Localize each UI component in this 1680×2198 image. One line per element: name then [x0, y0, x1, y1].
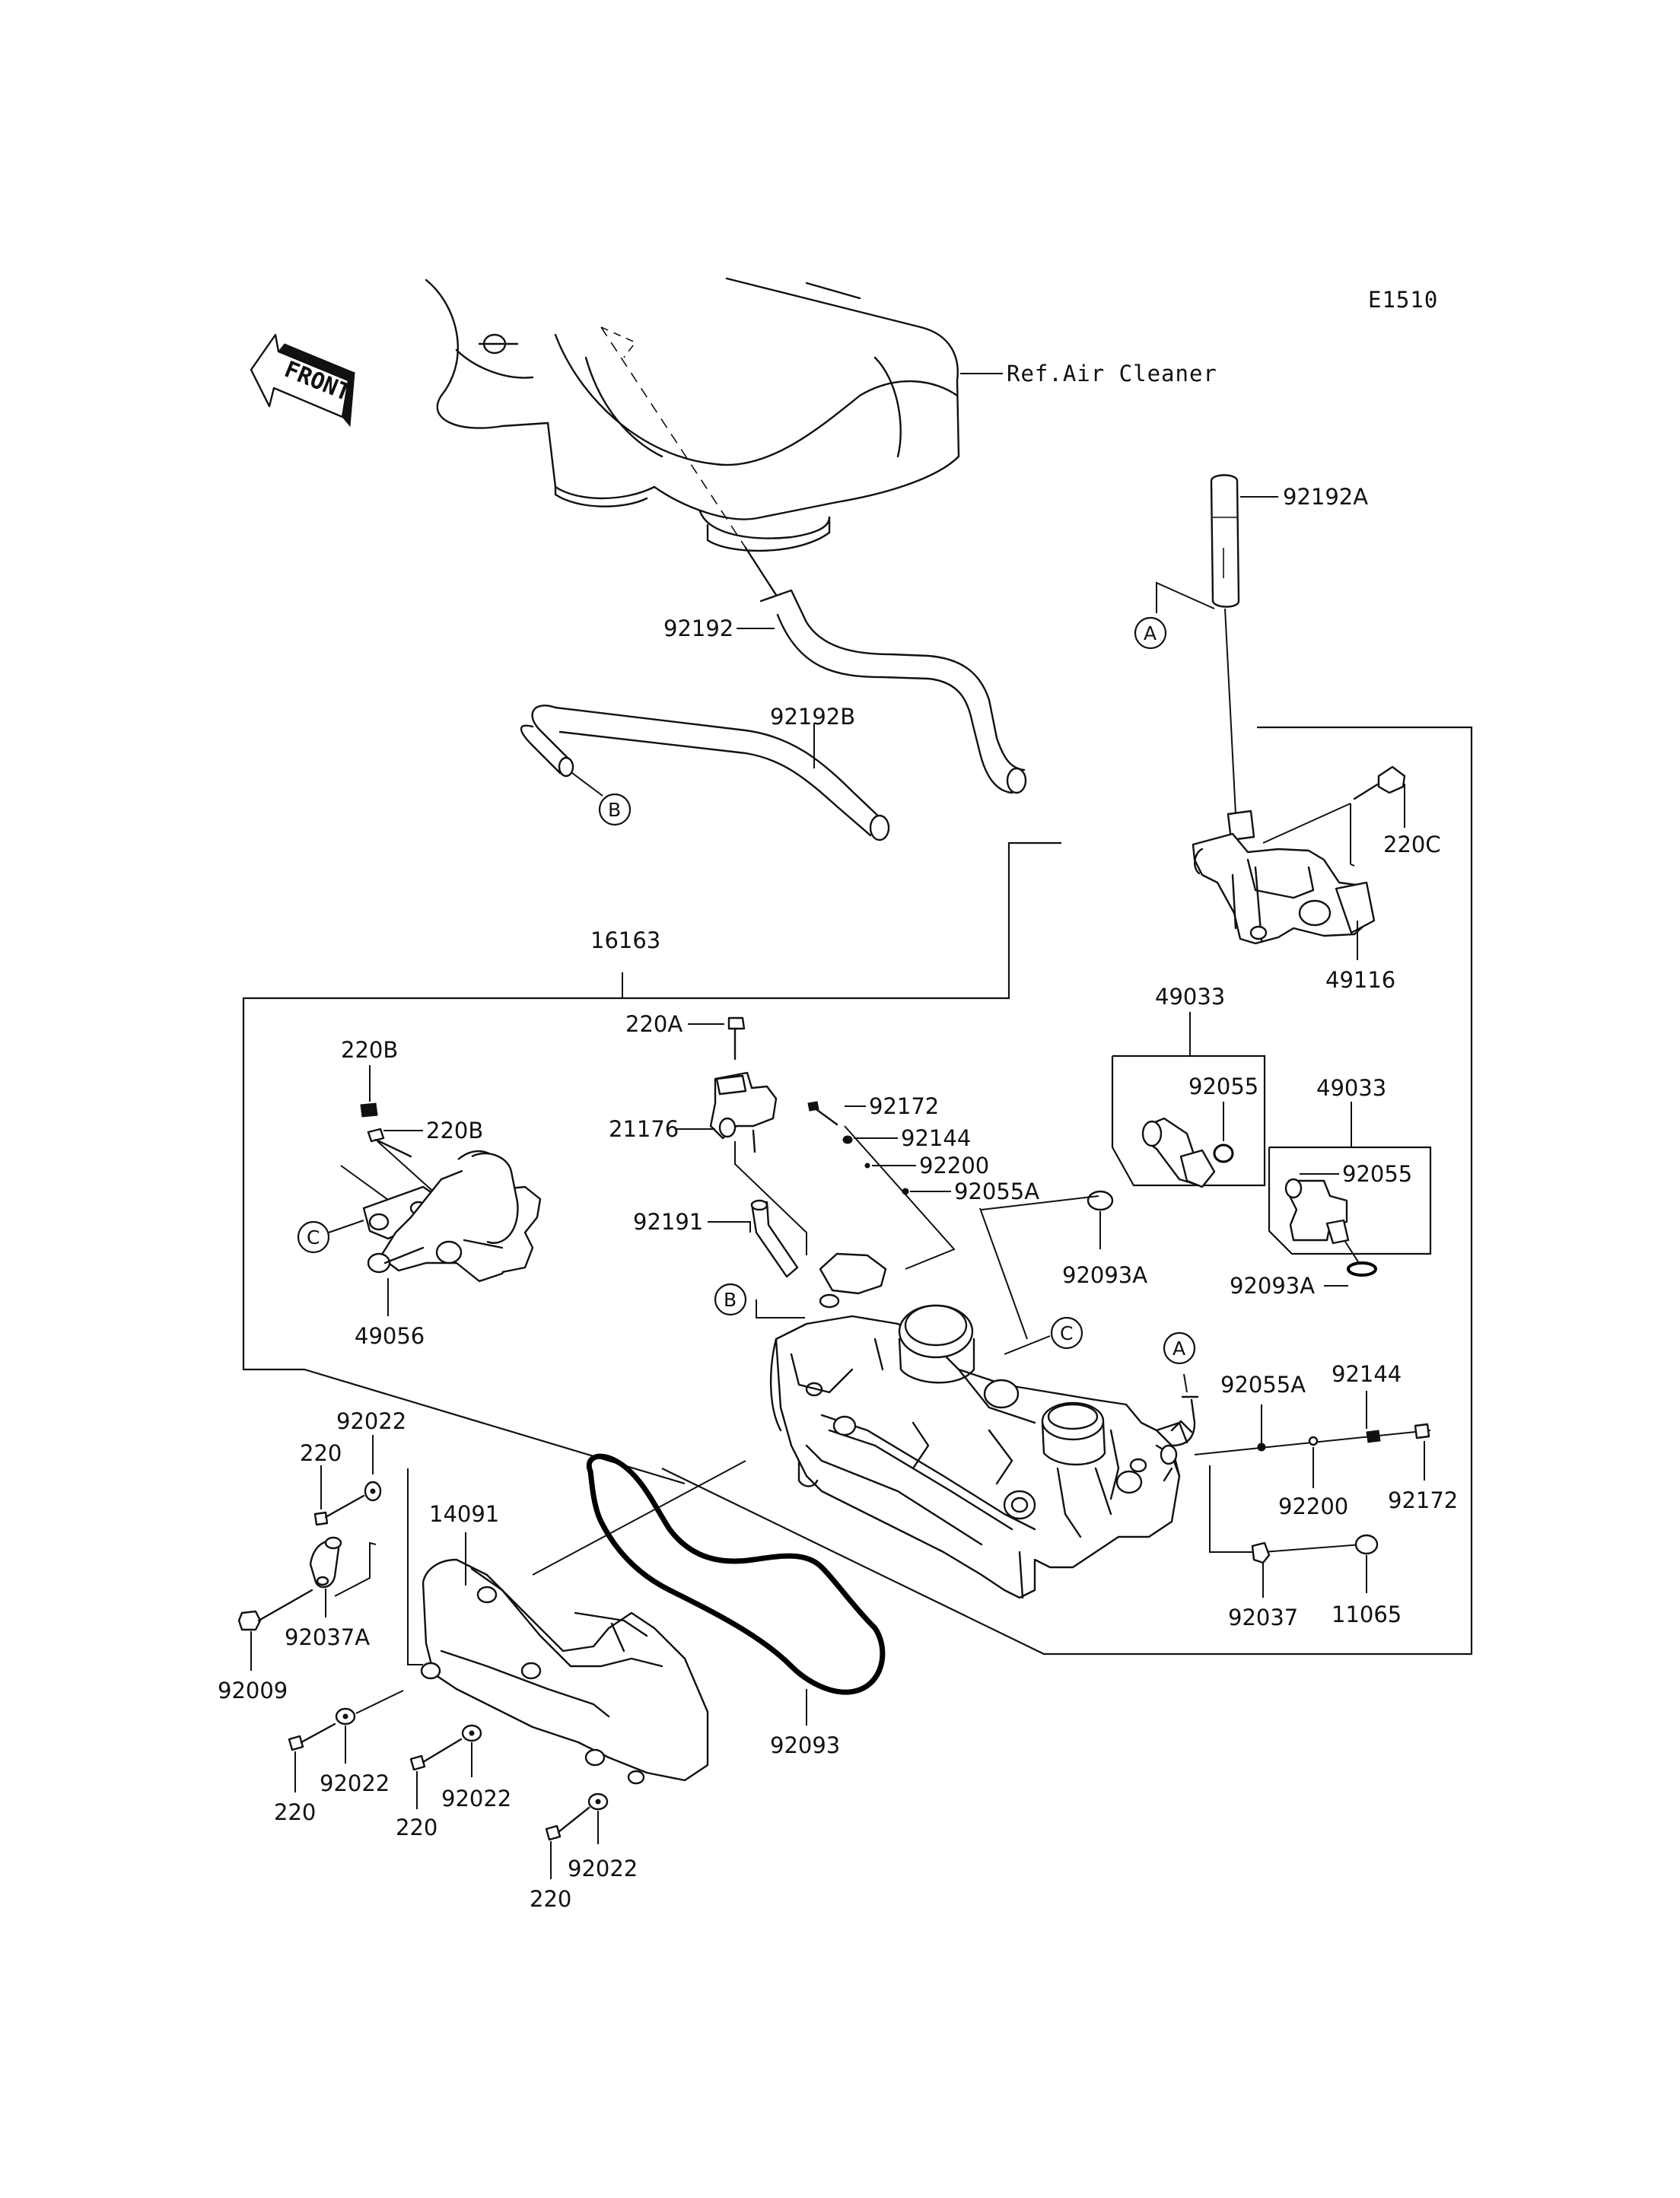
label-220a: 220A [625, 1011, 682, 1037]
screw-220-top [313, 1494, 365, 1526]
front-arrow-icon: FRONT [250, 333, 355, 428]
callout-b-1: B [608, 799, 621, 821]
label-92172-2: 92172 [1388, 1487, 1458, 1513]
label-220-a: 220 [274, 1799, 316, 1825]
label-92022-c: 92022 [568, 1856, 638, 1882]
screw-92172-2 [1414, 1423, 1430, 1439]
cap-11065 [1354, 1534, 1379, 1555]
label-220-top: 220 [300, 1440, 342, 1466]
sensor-21176 [709, 1071, 778, 1153]
label-49033-2: 49033 [1316, 1075, 1386, 1101]
label-49116: 49116 [1325, 967, 1395, 993]
ref-air-cleaner-label: Ref.Air Cleaner [1007, 361, 1217, 386]
sleeve-92037a [309, 1536, 342, 1589]
label-92093: 92093 [770, 1732, 840, 1758]
spring-92200-2 [1308, 1436, 1319, 1446]
callout-c-2: C [1060, 1322, 1073, 1344]
spring-92200-1 [864, 1163, 870, 1169]
washer-92022-top [364, 1481, 382, 1502]
label-92144-2: 92144 [1332, 1361, 1402, 1387]
label-21176: 21176 [609, 1116, 679, 1142]
label-92022-b: 92022 [441, 1786, 511, 1812]
label-14091: 14091 [429, 1501, 499, 1527]
injector-2 [1284, 1178, 1350, 1245]
diagram-code: E1510 [1368, 287, 1438, 313]
label-92022-a: 92022 [320, 1770, 390, 1796]
washer-92144-1 [842, 1135, 853, 1144]
hose-92191 [750, 1199, 799, 1278]
screw-220a [727, 1016, 746, 1061]
cover-14091 [420, 1558, 709, 1785]
screw-220b-1 [360, 1102, 378, 1118]
label-92037: 92037 [1228, 1605, 1298, 1630]
screw-92172-1 [807, 1101, 838, 1126]
valve-49056 [362, 1150, 542, 1283]
callout-b-2: B [724, 1289, 737, 1311]
label-92055-2: 92055 [1342, 1161, 1412, 1187]
label-92172-1: 92172 [869, 1093, 939, 1119]
label-92191: 92191 [633, 1209, 703, 1235]
hose-92192a [1210, 474, 1240, 608]
label-92093a-1: 92093A [1062, 1262, 1147, 1288]
oring-92055a-2 [1257, 1443, 1266, 1452]
hose-92192 [744, 546, 1027, 794]
screw-220-c [545, 1806, 590, 1841]
label-49033-1: 49033 [1155, 984, 1225, 1010]
label-92009: 92009 [218, 1678, 288, 1703]
label-220c: 220C [1383, 832, 1441, 857]
clamp-92037 [1251, 1541, 1271, 1564]
label-220-c: 220 [530, 1886, 571, 1912]
bolt-92009 [237, 1589, 313, 1631]
label-92055a-2: 92055A [1220, 1372, 1306, 1398]
label-220-b: 220 [396, 1815, 438, 1840]
label-92055-1: 92055 [1188, 1074, 1258, 1099]
throttle-body [769, 1252, 1199, 1599]
screw-220-b [409, 1738, 463, 1771]
label-49056: 49056 [355, 1323, 425, 1349]
screw-220-a [288, 1722, 336, 1751]
label-92022-top: 92022 [336, 1408, 406, 1434]
label-92192a: 92192A [1283, 484, 1368, 510]
gasket-92093 [586, 1453, 886, 1695]
label-220b-2: 220B [426, 1118, 483, 1144]
bolt-220c [1353, 765, 1406, 800]
label-92037a: 92037A [285, 1624, 370, 1650]
washer-92022-b [461, 1724, 482, 1742]
washer-92144-2 [1366, 1430, 1381, 1443]
assembly-bracket-16163 [242, 726, 1473, 1656]
callout-a-2: A [1172, 1338, 1185, 1360]
hose-92192b [520, 705, 890, 841]
seal-92093a-1 [1087, 1190, 1114, 1211]
label-92192b: 92192B [770, 704, 855, 730]
label-11065: 11065 [1332, 1602, 1402, 1627]
label-16163: 16163 [590, 927, 660, 953]
label-92055a-1: 92055A [954, 1179, 1039, 1204]
label-92200-1: 92200 [919, 1153, 989, 1179]
air-cleaner-outline [425, 277, 960, 552]
washer-92022-a [335, 1707, 356, 1726]
valve-49116 [1192, 810, 1376, 945]
label-220b-1: 220B [341, 1037, 398, 1063]
label-92093a-2: 92093A [1230, 1273, 1315, 1299]
label-92200-2: 92200 [1278, 1493, 1348, 1519]
injector-1 [1141, 1117, 1216, 1188]
label-92144-1: 92144 [901, 1125, 971, 1151]
label-92192: 92192 [663, 616, 733, 641]
washer-92022-c [587, 1792, 609, 1811]
callout-a-1: A [1144, 622, 1157, 644]
screw-220b-2 [367, 1128, 412, 1158]
callout-c-1: C [307, 1226, 320, 1249]
